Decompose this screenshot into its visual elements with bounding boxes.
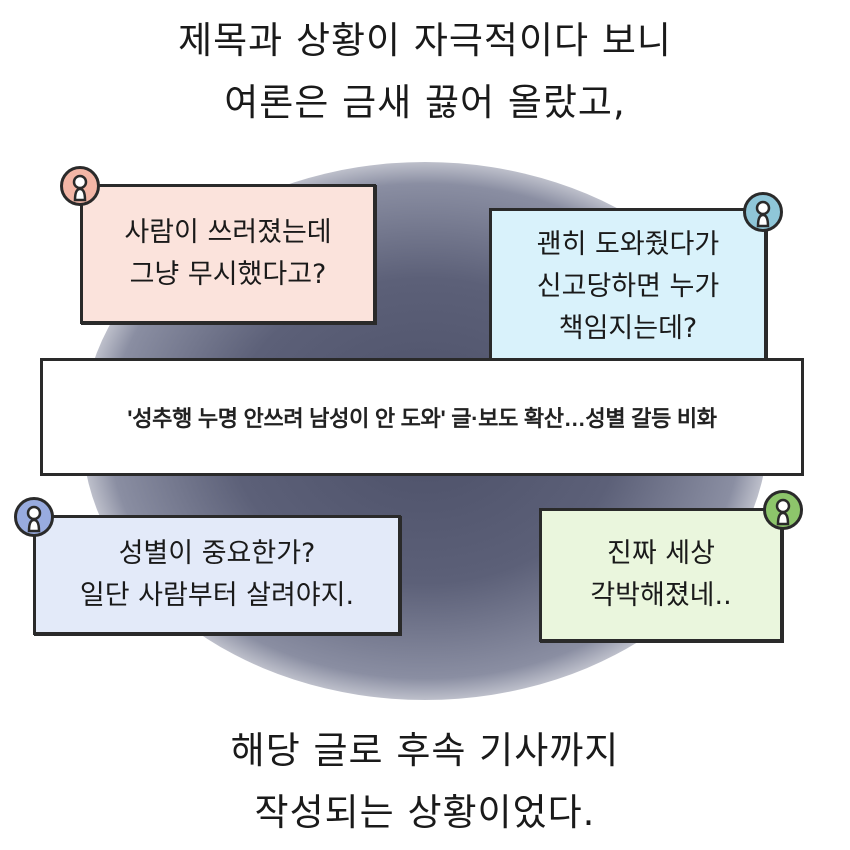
- comment-3-line-2: 일단 사람부터 살려야지.: [79, 580, 355, 611]
- comment-box-3: 성별이 중요한가? 일단 사람부터 살려야지.: [33, 515, 401, 635]
- comment-box-1: 사람이 쓰러졌는데 그냥 무시했다고?: [80, 184, 376, 324]
- top-caption-line-1: 제목과 상황이 자극적이다 보니: [178, 19, 672, 62]
- comment-2-line-3: 책임지는데?: [558, 313, 698, 344]
- comment-1-line-1: 사람이 쓰러졌는데: [124, 217, 332, 248]
- user-avatar-icon: [14, 497, 54, 537]
- comment-4-line-1: 진짜 세상: [607, 538, 715, 569]
- top-caption-line-2: 여론은 금새 끓어 올랐고,: [224, 81, 626, 124]
- comment-2-line-2: 신고당하면 누가: [536, 271, 720, 302]
- user-avatar-icon: [60, 166, 100, 206]
- bottom-caption-line-1: 해당 글로 후속 기사까지: [230, 729, 620, 772]
- news-headline: '성추행 누명 안쓰려 남성이 안 도와' 글·보도 확산…성별 갈등 비화: [127, 406, 717, 431]
- user-avatar-icon: [763, 490, 803, 530]
- comment-1-line-2: 그냥 무시했다고?: [129, 259, 327, 290]
- comment-4-line-2: 각박해졌네..: [590, 580, 732, 611]
- bottom-caption: 해당 글로 후속 기사까지 작성되는 상황이었다.: [0, 720, 850, 844]
- top-caption: 제목과 상황이 자극적이다 보니 여론은 금새 끓어 올랐고,: [0, 10, 850, 134]
- news-headline-box: '성추행 누명 안쓰려 남성이 안 도와' 글·보도 확산…성별 갈등 비화: [40, 358, 804, 476]
- comment-3-line-1: 성별이 중요한가?: [118, 538, 316, 569]
- comment-box-4: 진짜 세상 각박해졌네..: [539, 508, 783, 642]
- user-avatar-icon: [743, 192, 783, 232]
- comment-2-line-1: 괜히 도와줬다가: [536, 229, 720, 260]
- bottom-caption-line-2: 작성되는 상황이었다.: [254, 791, 596, 834]
- comment-box-2: 괜히 도와줬다가 신고당하면 누가 책임지는데?: [489, 208, 767, 366]
